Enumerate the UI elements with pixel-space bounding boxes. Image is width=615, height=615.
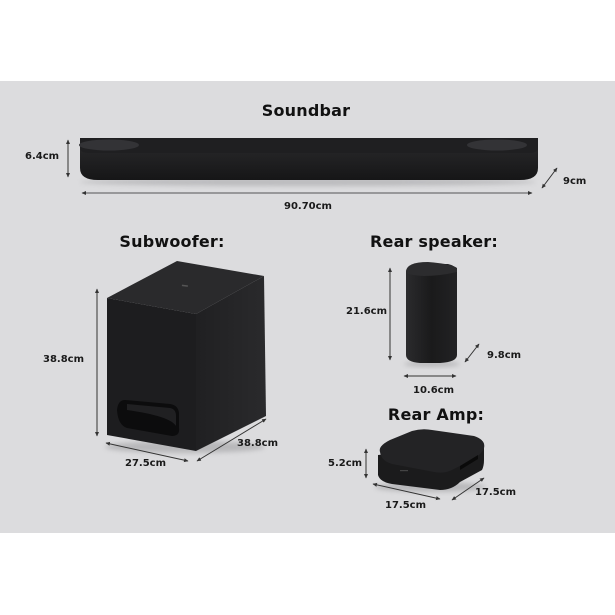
rear-speaker-image (404, 262, 460, 367)
rear-speaker-depth-arrow (464, 343, 480, 363)
rear-speaker-width-label: 10.6cm (413, 385, 455, 396)
soundbar-depth-label: 9cm (563, 176, 587, 187)
subwoofer-depth-label: 38.8cm (237, 438, 279, 449)
rear-amp-depth-label: 17.5cm (475, 487, 517, 498)
soundbar-width-label: 90.70cm (284, 201, 332, 212)
soundbar-height-label: 6.4cm (25, 151, 60, 162)
subwoofer-image (105, 261, 266, 453)
subwoofer-depth-arrow (196, 418, 267, 462)
subwoofer-width-label: 27.5cm (125, 458, 167, 469)
rear-amp-width-arrow (372, 482, 441, 501)
rear-speaker-title: Rear speaker: (369, 232, 499, 251)
rear-amp-width-label: 17.5cm (385, 500, 427, 511)
soundbar-title: Soundbar (261, 101, 351, 120)
rear-amp-depth-arrow (451, 477, 485, 501)
rear-speaker-height-label: 21.6cm (346, 306, 388, 317)
rear-amp-title: Rear Amp: (387, 405, 485, 424)
subwoofer-height-label: 38.8cm (43, 354, 85, 365)
rear-amp-height-label: 5.2cm (328, 458, 363, 469)
subwoofer-title: Subwoofer: (119, 232, 225, 251)
soundbar-depth-arrow (541, 167, 558, 189)
rear-amp-image (375, 429, 485, 492)
rear-speaker-depth-label: 9.8cm (487, 350, 522, 361)
subwoofer-width-arrow (105, 441, 189, 463)
soundbar-image (79, 138, 538, 186)
